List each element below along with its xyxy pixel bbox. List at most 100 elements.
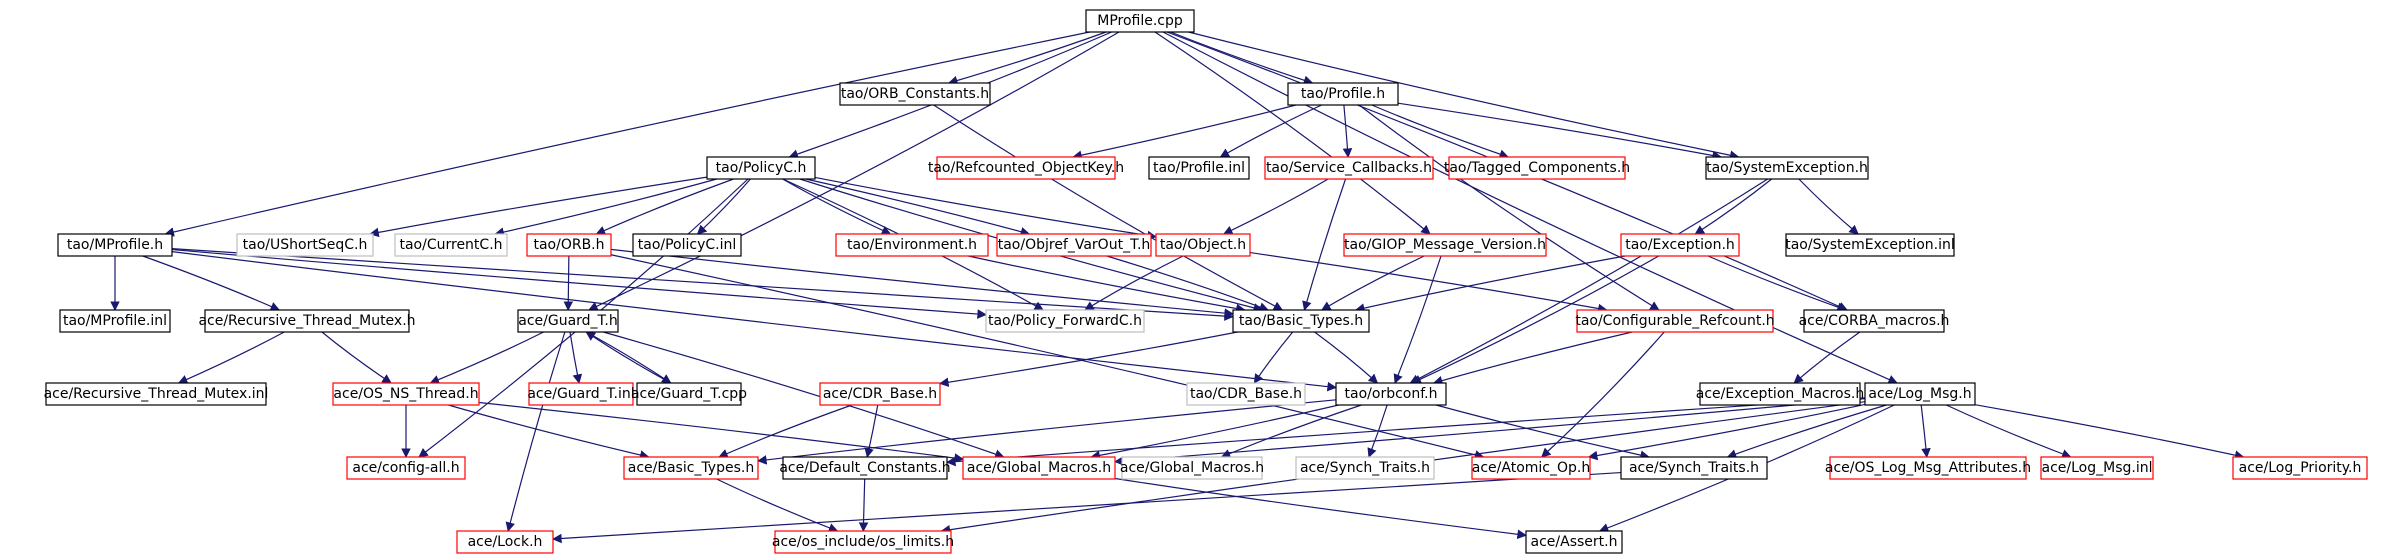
node-tao_cdr_base[interactable]: tao/CDR_Base.h — [1186, 382, 1306, 406]
node-profile_inl[interactable]: tao/Profile.inl — [1148, 156, 1250, 180]
node-tao_global_macros[interactable]: ace/Global_Macros.h — [1120, 456, 1264, 480]
node-currentc[interactable]: tao/CurrentC.h — [394, 233, 508, 257]
node-assert_h[interactable]: ace/Assert.h — [1525, 530, 1623, 554]
node-label: ace/Guard_T.inl — [527, 386, 634, 402]
node-label: tao/MProfile.h — [67, 237, 163, 253]
node-label: tao/MProfile.inl — [63, 313, 167, 329]
node-label: ace/Recursive_Thread_Mutex.h — [198, 313, 415, 329]
node-exception_h[interactable]: tao/Exception.h — [1620, 233, 1740, 257]
node-tao_synch_traits[interactable]: ace/Synch_Traits.h — [1295, 456, 1435, 480]
node-guard_t_h[interactable]: ace/Guard_T.h — [517, 309, 619, 333]
edge-ace_global_macros-to-assert_h — [1114, 477, 1527, 540]
node-exception_macros[interactable]: ace/Exception_Macros.h — [1696, 382, 1865, 406]
node-label: tao/Object.h — [1160, 237, 1246, 253]
node-box — [1448, 156, 1626, 180]
node-label: tao/Basic_Types.h — [1239, 313, 1363, 329]
node-recursive_mutex_inl[interactable]: ace/Recursive_Thread_Mutex.inl — [44, 382, 269, 406]
edge-giop_version-to-orbconf — [1393, 255, 1442, 384]
edge-object_h-to-policy_forwardc — [1084, 255, 1184, 311]
edge-policyc_h-to-currentc — [494, 178, 717, 237]
node-systemexception_inl[interactable]: tao/SystemException.inl — [1785, 233, 1955, 257]
node-mprofile_inl[interactable]: tao/MProfile.inl — [59, 309, 171, 333]
node-log_priority[interactable]: ace/Log_Priority.h — [2232, 456, 2368, 480]
edge-configurable_refcount-to-orbconf — [1432, 331, 1633, 386]
node-guard_t_inl[interactable]: ace/Guard_T.inl — [527, 382, 635, 406]
edge-policyc_h-to-object_h — [814, 176, 1157, 241]
edge-tao_basic_types-to-orbconf — [1314, 331, 1379, 384]
node-tao_basic_types[interactable]: tao/Basic_Types.h — [1232, 309, 1370, 333]
edge-orb_constants-to-tao_basic_types — [933, 104, 1284, 311]
node-object_h[interactable]: tao/Object.h — [1155, 233, 1251, 257]
node-label: ace/Guard_T.cpp — [631, 386, 747, 402]
node-label: tao/Tagged_Components.h — [1444, 160, 1630, 176]
node-box — [1576, 309, 1774, 333]
edge-os_ns_thread-to-ace_global_macros — [478, 401, 964, 463]
node-tagged_components[interactable]: tao/Tagged_Components.h — [1444, 156, 1630, 180]
edge-environment_h-to-tao_basic_types — [968, 255, 1246, 314]
node-policy_forwardc[interactable]: tao/Policy_ForwardC.h — [985, 309, 1145, 333]
node-refcounted_objectkey[interactable]: tao/Refcounted_ObjectKey.h — [928, 156, 1124, 180]
node-default_constants[interactable]: ace/Default_Constants.h — [779, 456, 951, 480]
node-service_callbacks[interactable]: tao/Service_Callbacks.h — [1264, 156, 1434, 180]
node-label: tao/Service_Callbacks.h — [1266, 160, 1432, 176]
node-config_all[interactable]: ace/config-all.h — [346, 456, 466, 480]
node-orb_constants[interactable]: tao/ORB_Constants.h — [839, 82, 991, 106]
node-os_limits[interactable]: ace/os_include/os_limits.h — [772, 530, 954, 554]
node-lock_h[interactable]: ace/Lock.h — [456, 530, 554, 554]
node-systemexception_h[interactable]: tao/SystemException.h — [1705, 156, 1869, 180]
node-label: ace/Atomic_Op.h — [1472, 460, 1590, 476]
node-label: tao/ORB.h — [533, 237, 604, 253]
node-log_msg_h[interactable]: ace/Log_Msg.h — [1864, 382, 1976, 406]
node-policyc_inl[interactable]: tao/PolicyC.inl — [632, 233, 742, 257]
node-log_msg_inl[interactable]: ace/Log_Msg.inl — [2040, 456, 2154, 480]
edge-orbconf-to-tao_global_macros — [1220, 404, 1362, 459]
node-label: tao/PolicyC.inl — [638, 237, 737, 253]
edge-orb_h-to-tao_basic_types — [610, 248, 1234, 318]
node-box — [632, 233, 742, 257]
edge-mprofile_cpp-to-orb_constants — [947, 31, 1107, 86]
node-guard_t_cpp[interactable]: ace/Guard_T.cpp — [631, 382, 747, 406]
edge-systemexception_h-to-orbconf — [1409, 178, 1769, 384]
node-box — [782, 456, 948, 480]
node-orb_h[interactable]: tao/ORB.h — [526, 233, 612, 257]
node-ushortseqc[interactable]: tao/UShortSeqC.h — [236, 233, 374, 257]
node-recursive_mutex_h[interactable]: ace/Recursive_Thread_Mutex.h — [198, 309, 416, 333]
node-box — [1471, 456, 1591, 480]
edge-objref_varout-to-tao_basic_types — [1106, 255, 1270, 312]
node-ace_global_macros[interactable]: ace/Global_Macros.h — [962, 456, 1116, 480]
edge-cdr_base-to-ace_basic_types — [718, 404, 853, 458]
node-giop_version[interactable]: tao/GIOP_Message_Version.h — [1343, 233, 1547, 257]
node-environment_h[interactable]: tao/Environment.h — [835, 233, 989, 257]
node-ace_synch_traits[interactable]: ace/Synch_Traits.h — [1620, 456, 1768, 480]
node-configurable_refcount[interactable]: tao/Configurable_Refcount.h — [1575, 309, 1775, 333]
node-policyc_h[interactable]: tao/PolicyC.h — [706, 156, 816, 180]
edge-guard_t_h-to-lock_h — [505, 331, 566, 532]
node-mprofile_h[interactable]: tao/MProfile.h — [57, 233, 173, 257]
node-objref_varout[interactable]: tao/Objref_VarOut_T.h — [996, 233, 1152, 257]
node-atomic_op[interactable]: ace/Atomic_Op.h — [1471, 456, 1591, 480]
node-os_log_msg_attr[interactable]: ace/OS_Log_Msg_Attributes.h — [1825, 456, 2031, 480]
node-corba_macros[interactable]: ace/CORBA_macros.h — [1799, 309, 1950, 333]
edge-service_callbacks-to-object_h — [1222, 178, 1329, 235]
edge-recursive_mutex_h-to-recursive_mutex_inl — [177, 331, 285, 384]
node-profile_h[interactable]: tao/Profile.h — [1287, 82, 1399, 106]
edge-orbconf-to-ace_global_macros — [1090, 404, 1339, 461]
node-mprofile_cpp[interactable]: MProfile.cpp — [1085, 9, 1195, 33]
node-box — [1864, 382, 1976, 406]
node-box — [2040, 456, 2154, 480]
node-label: tao/PolicyC.h — [716, 160, 807, 176]
edge-orbconf-to-ace_basic_types — [757, 399, 1337, 465]
node-ace_basic_types[interactable]: ace/Basic_Types.h — [623, 456, 759, 480]
edge-systemexception_h-to-systemexception_inl — [1798, 178, 1859, 235]
edge-mprofile_cpp-to-guard_t_h — [588, 31, 1120, 311]
node-cdr_base[interactable]: ace/CDR_Base.h — [819, 382, 941, 406]
edge-policyc_h-to-ushortseqc — [369, 176, 708, 238]
node-label: ace/Exception_Macros.h — [1696, 386, 1865, 402]
edge-log_msg_h-to-ace_global_macros — [1114, 398, 1866, 466]
node-label: tao/UShortSeqC.h — [243, 237, 368, 253]
node-os_ns_thread[interactable]: ace/OS_NS_Thread.h — [332, 382, 480, 406]
node-box — [1085, 9, 1195, 33]
node-orbconf[interactable]: tao/orbconf.h — [1335, 382, 1447, 406]
edge-mprofile_h-to-recursive_mutex_h — [142, 255, 281, 311]
